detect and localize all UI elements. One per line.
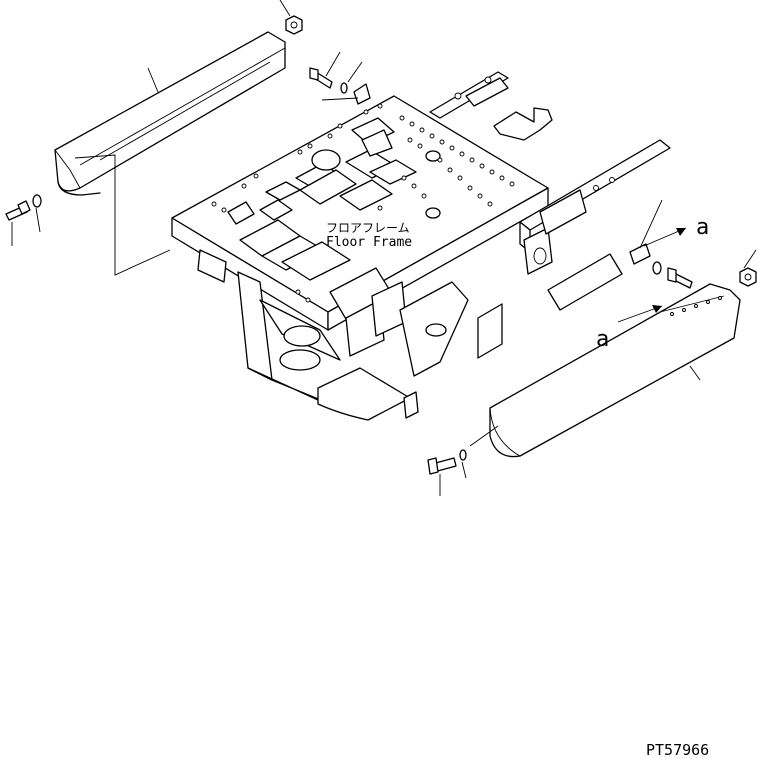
- floor-frame-label-jp: フロアフレーム: [326, 221, 410, 235]
- bolt: [5, 200, 31, 221]
- view-marker-a: a: [696, 215, 709, 240]
- bracket: [353, 83, 371, 105]
- bolt: [309, 67, 333, 89]
- washer: [459, 449, 467, 461]
- leader-line: [321, 97, 359, 101]
- leader-line: [469, 425, 499, 447]
- washer: [340, 82, 348, 94]
- washer: [32, 194, 42, 208]
- leader-line: [147, 67, 159, 93]
- washer: [652, 261, 662, 275]
- arrow-icon: [617, 305, 663, 323]
- right-cover: [489, 283, 741, 458]
- nut: [739, 267, 757, 287]
- leader-line: [689, 365, 701, 381]
- left-cover: [54, 31, 286, 196]
- rear-rail: [429, 71, 553, 141]
- leader-line: [325, 51, 341, 77]
- leader-line: [74, 154, 171, 276]
- leader-line: [461, 461, 467, 479]
- leader-line: [347, 61, 363, 83]
- floor-frame-label-en: Floor Frame: [326, 235, 412, 250]
- bolt: [667, 267, 693, 289]
- nut: [285, 15, 303, 35]
- side-rail: [519, 139, 671, 311]
- arrow-icon: [643, 227, 687, 247]
- drawing-number: PT57966: [646, 741, 709, 759]
- leader-line: [743, 249, 757, 269]
- view-marker-a: a: [596, 327, 609, 352]
- mounting-holes: [211, 103, 515, 303]
- leader-line: [639, 199, 663, 249]
- leader-line: [279, 0, 291, 17]
- undercarriage: [197, 249, 503, 421]
- leader-line: [35, 207, 41, 233]
- bolt: [427, 457, 457, 475]
